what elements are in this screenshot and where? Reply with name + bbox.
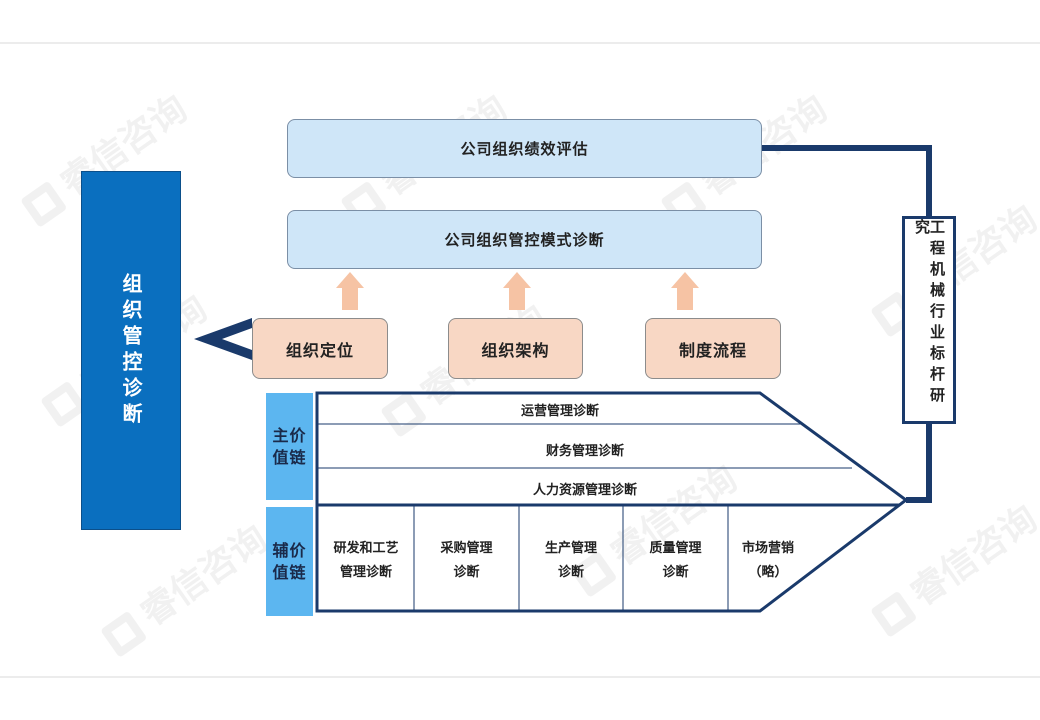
up-arrow xyxy=(336,272,364,310)
procurement-cell-line1: 采购管理 xyxy=(440,541,493,556)
bottom-divider xyxy=(0,676,1040,678)
production-cell-line1: 生产管理 xyxy=(544,541,597,556)
up-arrow xyxy=(503,272,531,310)
quality-cell-line2: 诊断 xyxy=(662,565,689,580)
aux-value-chain-label: 辅价 值链 xyxy=(266,507,313,616)
system-process-box: 制度流程 xyxy=(645,318,781,379)
system-process-label: 制度流程 xyxy=(678,340,747,360)
rd-process-diagnosis-cell: 研发和工艺 管理诊断 xyxy=(318,537,414,585)
up-arrow xyxy=(671,272,699,310)
main-chain-label-line2: 值链 xyxy=(272,447,307,467)
control-mode-diagnosis-box: 公司组织管控模式诊断 xyxy=(287,210,762,269)
value-chain-outline xyxy=(315,391,909,613)
marketing-cell: 市场营销 （略） xyxy=(728,537,808,585)
rd-cell-line2: 管理诊断 xyxy=(339,565,392,580)
control-mode-diagnosis-label: 公司组织管控模式诊断 xyxy=(444,231,605,249)
benchmark-connector-bottom xyxy=(906,424,932,503)
procurement-diagnosis-cell: 采购管理 诊断 xyxy=(414,537,519,585)
production-diagnosis-cell: 生产管理 诊断 xyxy=(519,537,623,585)
marketing-cell-line1: 市场营销 xyxy=(741,541,794,556)
performance-evaluation-box: 公司组织绩效评估 xyxy=(287,119,762,178)
operations-diagnosis-row: 运营管理诊断 xyxy=(520,404,599,419)
main-value-chain-label: 主价 值链 xyxy=(266,393,313,500)
top-divider xyxy=(0,42,1040,44)
org-control-diagnosis-box: 组织管控诊断 xyxy=(81,171,181,530)
org-control-diagnosis-label: 组织管控诊断 xyxy=(119,272,143,429)
quality-diagnosis-cell: 质量管理 诊断 xyxy=(623,537,728,585)
org-positioning-box: 组织定位 xyxy=(252,318,388,379)
org-positioning-label: 组织定位 xyxy=(285,340,354,360)
quality-cell-line1: 质量管理 xyxy=(649,541,702,556)
finance-diagnosis-row: 财务管理诊断 xyxy=(545,444,624,459)
aux-chain-label-line2: 值链 xyxy=(272,562,307,582)
main-chain-label-line1: 主价 xyxy=(272,425,307,445)
performance-evaluation-label: 公司组织绩效评估 xyxy=(460,140,589,158)
org-structure-box: 组织架构 xyxy=(448,318,583,379)
rd-cell-line1: 研发和工艺 xyxy=(333,541,399,556)
procurement-cell-line2: 诊断 xyxy=(453,565,480,580)
marketing-cell-line2: （略） xyxy=(748,565,788,580)
aux-chain-label-line1: 辅价 xyxy=(272,540,307,560)
industry-benchmark-label: 工程机械行业标杆研究 xyxy=(913,219,946,408)
org-structure-label: 组织架构 xyxy=(481,340,550,360)
production-cell-line2: 诊断 xyxy=(557,565,584,580)
hr-diagnosis-row: 人力资源管理诊断 xyxy=(532,483,637,498)
benchmark-connector-top xyxy=(762,145,932,216)
industry-benchmark-box: 工程机械行业标杆研究 xyxy=(902,216,956,424)
left-chevron-arrow xyxy=(194,318,252,360)
